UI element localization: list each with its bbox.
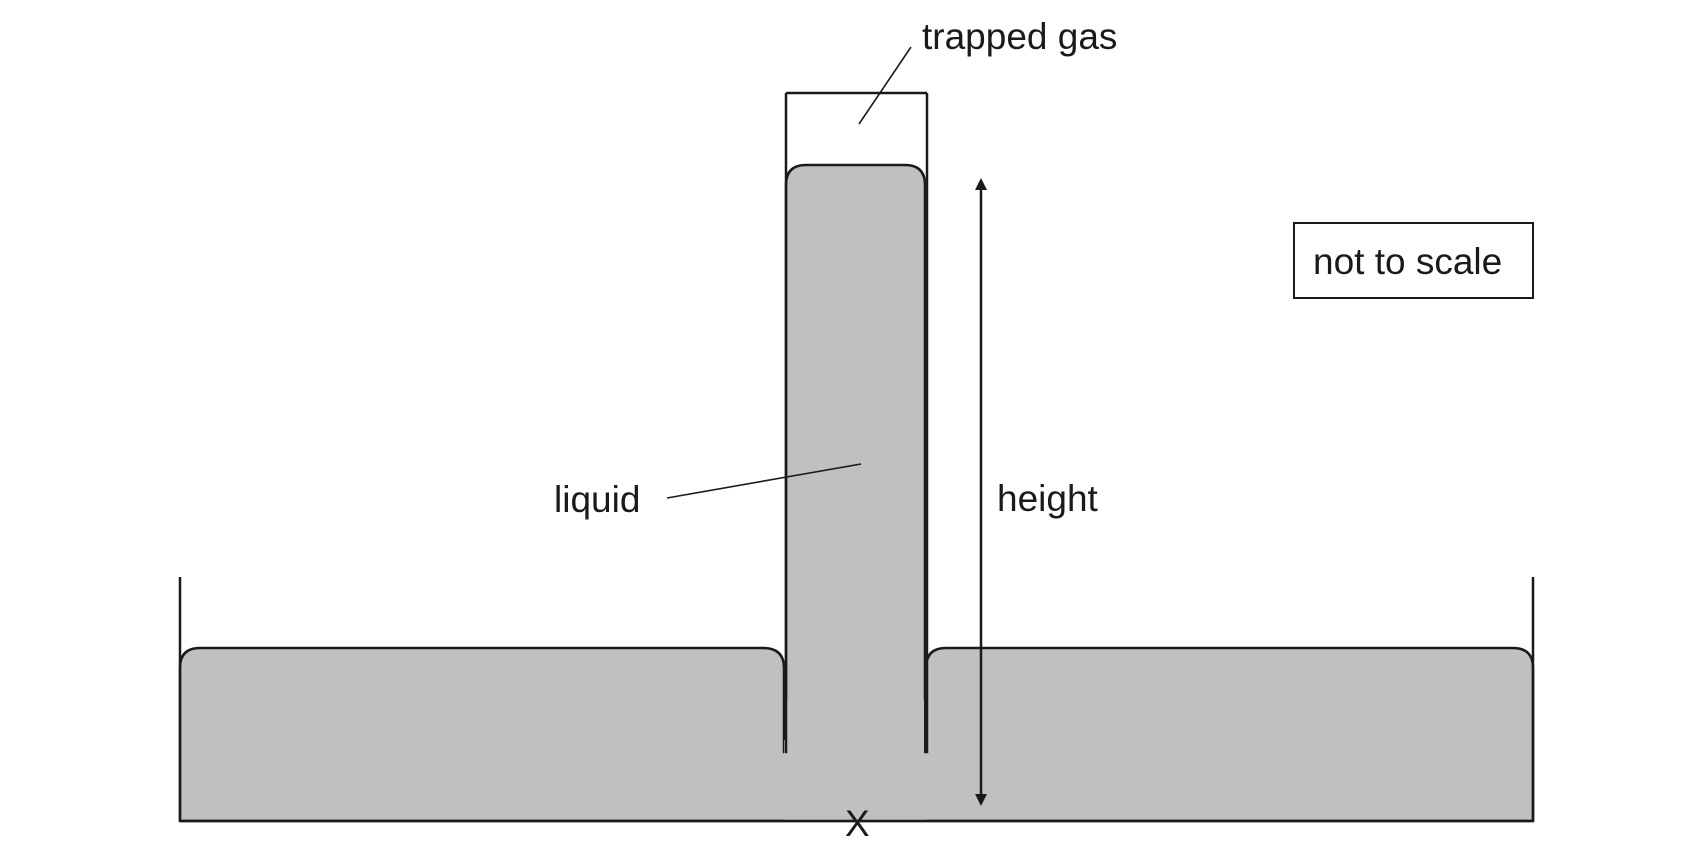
height-label: height	[997, 478, 1099, 519]
liquid-label: liquid	[554, 479, 640, 520]
tube-liquid-lower-fill	[787, 700, 924, 760]
trapped-gas-leader	[858, 46, 912, 125]
scale-note-label: not to scale	[1313, 241, 1502, 282]
trapped-gas-label: trapped gas	[922, 16, 1117, 57]
liquid-leader	[666, 463, 862, 499]
scale-note-box	[1293, 222, 1534, 299]
point-x-label: X	[845, 803, 870, 844]
tube-liquid-column	[784, 163, 927, 754]
